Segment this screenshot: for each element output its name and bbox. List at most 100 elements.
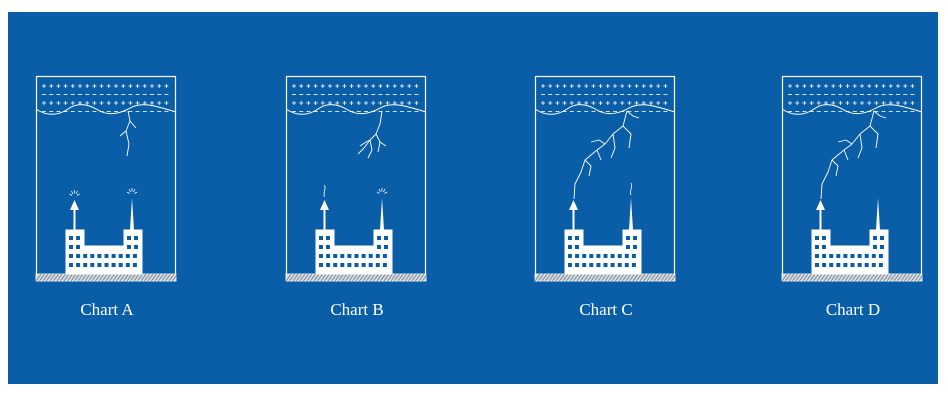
hatch-line: [900, 273, 907, 282]
hatch-line: [130, 273, 136, 282]
plus-sign: [342, 101, 347, 105]
right-chimney-wisp: [630, 182, 632, 196]
hatch-line: [841, 273, 847, 282]
plus-sign: [292, 84, 296, 88]
right-chimney: [629, 198, 633, 230]
hatch-line: [46, 273, 52, 282]
factory-building: [315, 229, 393, 275]
hatch-line: [587, 273, 593, 282]
hatch-line: [285, 273, 292, 282]
factory-window: [589, 254, 594, 258]
cloud-base-line: [781, 104, 923, 115]
hatch-line: [632, 273, 639, 282]
factory-window: [610, 263, 615, 267]
factory-window: [118, 263, 123, 267]
hatch-line: [404, 273, 411, 282]
plus-sign: [313, 101, 318, 105]
plus-sign: [903, 84, 908, 88]
hatch-line: [664, 273, 670, 282]
lightning-branch: [375, 133, 381, 153]
plus-sign: [114, 84, 118, 88]
hatch-line: [341, 273, 348, 282]
plus-sign: [613, 101, 617, 105]
hatch-line: [35, 273, 42, 282]
factory-window: [617, 263, 622, 267]
lightning-bolt: [119, 110, 137, 157]
plus-sign: [577, 84, 581, 88]
factory-window: [603, 254, 608, 258]
plus-sign: [613, 84, 617, 88]
plus-sign: [392, 84, 397, 88]
spark-ray: [76, 193, 80, 196]
plus-sign: [42, 101, 46, 105]
plus-sign: [555, 101, 560, 105]
factory-window: [69, 236, 73, 240]
hatch-line: [566, 273, 572, 282]
factory-window: [326, 245, 330, 249]
hatch-line: [296, 273, 302, 282]
plus-sign: [349, 84, 354, 88]
hatch-line: [168, 273, 175, 282]
plus-sign: [584, 101, 589, 105]
plus-sign: [809, 84, 814, 88]
plus-sign: [634, 84, 639, 88]
plus-sign: [299, 84, 304, 88]
hatch-line: [116, 273, 122, 282]
hatch-line: [70, 273, 77, 282]
plus-sign: [809, 101, 814, 105]
factory-window: [361, 263, 366, 267]
plus-sign: [788, 84, 792, 88]
ground-hatching: [781, 273, 924, 282]
plus-sign: [627, 101, 632, 105]
hatch-line: [657, 273, 663, 282]
left-chimney-arrow-icon: [70, 200, 79, 210]
hatch-line: [618, 273, 625, 282]
factory-window: [76, 254, 81, 258]
hatch-line: [338, 273, 344, 282]
hatch-line: [112, 273, 119, 282]
factory-window: [326, 263, 331, 267]
plus-sign: [852, 101, 857, 105]
panel-chart-b: [285, 75, 428, 288]
plus-sign: [562, 84, 567, 88]
factory-window: [617, 254, 622, 258]
factory-window: [575, 263, 580, 267]
hatch-line: [53, 273, 59, 282]
spark-ray: [383, 188, 386, 193]
plus-sign: [70, 101, 75, 105]
lightning-branch: [379, 141, 387, 147]
factory-window: [624, 254, 629, 258]
hatch-line: [317, 273, 323, 282]
factory-window: [76, 263, 81, 267]
factory-window: [111, 263, 116, 267]
factory-window: [69, 254, 73, 258]
factory-window: [575, 254, 580, 258]
right-chimney: [380, 198, 384, 230]
hatch-line: [331, 273, 337, 282]
cloud-charges: [788, 84, 915, 112]
factory-building: [811, 229, 889, 275]
hatch-line: [158, 273, 164, 282]
factory-window: [127, 245, 131, 249]
factory-window: [384, 236, 388, 240]
factory-window: [589, 263, 594, 267]
plus-sign: [414, 84, 419, 88]
hatch-line: [611, 273, 618, 282]
plus-sign: [135, 101, 140, 105]
cloud-base-line: [285, 104, 427, 115]
plus-sign: [356, 84, 361, 88]
plus-sign: [569, 84, 574, 88]
left-chimney: [323, 210, 326, 230]
factory-window: [83, 254, 88, 258]
lightning-bolt: [820, 110, 887, 200]
hatch-line: [541, 273, 548, 282]
hatch-line: [91, 273, 98, 282]
factory-window: [815, 245, 819, 249]
factory-window: [836, 254, 841, 258]
factory-window: [857, 263, 862, 267]
hatch-line: [369, 273, 376, 282]
factory-window: [377, 245, 381, 249]
factory-window: [384, 245, 388, 249]
plus-sign: [910, 84, 915, 88]
hatch-line: [893, 273, 900, 282]
